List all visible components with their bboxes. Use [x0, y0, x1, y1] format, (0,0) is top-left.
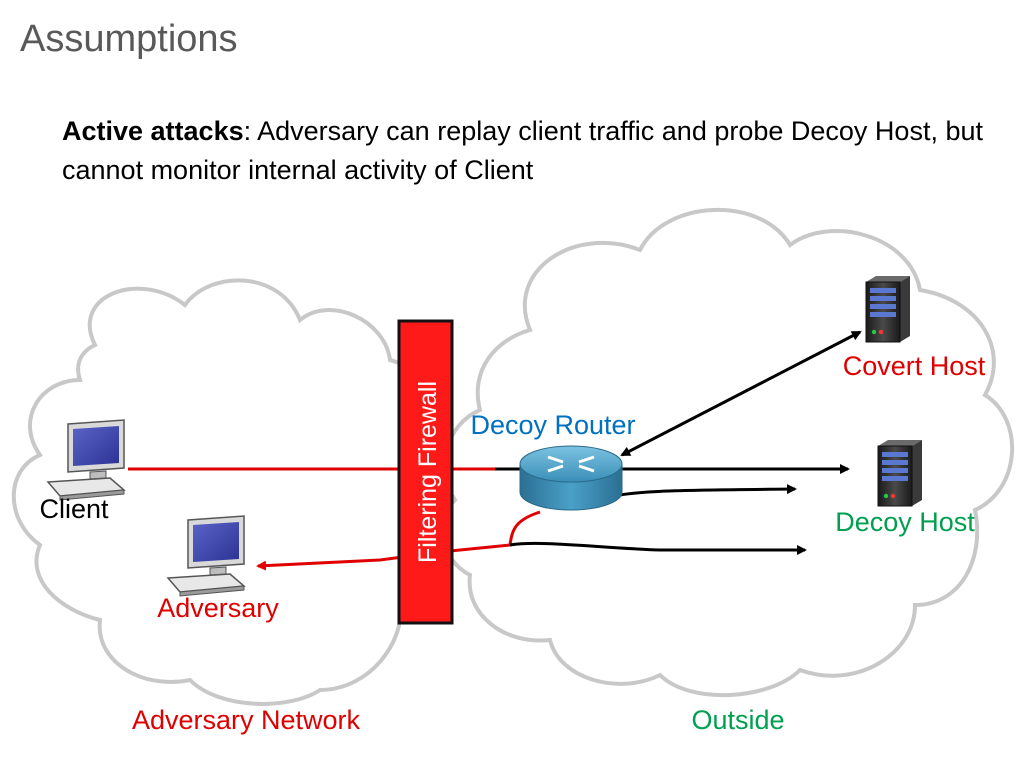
- lead-bold: Active attacks: [62, 116, 244, 146]
- covert-host-server-icon: [865, 276, 910, 343]
- adversary-network-label: Adversary Network: [132, 705, 361, 735]
- decoy-host-label: Decoy Host: [835, 507, 975, 537]
- outside-cloud: [441, 207, 1015, 698]
- covert-host-label: Covert Host: [843, 351, 986, 381]
- adversary-network-cloud: [11, 278, 435, 706]
- client-computer-icon: [46, 419, 126, 501]
- router-out-arrow-2: [509, 541, 807, 555]
- decoy-router-label: Decoy Router: [470, 410, 635, 440]
- lead-rest: : Adversary can replay client traffic an…: [62, 116, 983, 185]
- router-out-arrow-1: [619, 484, 797, 497]
- slide-title: Assumptions: [20, 18, 238, 60]
- lead-paragraph: Active attacks: Adversary can replay cli…: [62, 112, 992, 190]
- outside-label: Outside: [691, 705, 784, 735]
- adversary-label: Adversary: [157, 593, 279, 623]
- router-covert-arrow: [620, 330, 862, 457]
- client-label: Client: [39, 494, 109, 524]
- decoy-router-icon: [519, 445, 623, 511]
- adversary-computer-icon: [166, 515, 246, 597]
- firewall-label: Filtering Firewall: [414, 381, 442, 563]
- decoy-host-server-icon: [877, 440, 922, 507]
- filtering-firewall: Filtering Firewall: [397, 319, 454, 625]
